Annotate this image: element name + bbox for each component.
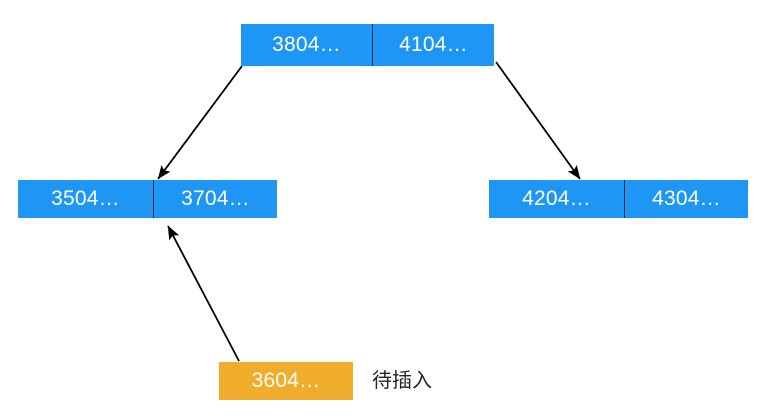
- left-child-node[interactable]: 3504… 3704…: [18, 180, 277, 218]
- right-child-node-key-2: 4304…: [652, 187, 721, 210]
- pending-insert-label: 待插入: [372, 370, 432, 392]
- arrow-root-to-left-child: [157, 65, 243, 180]
- right-child-node[interactable]: 4204… 4304…: [489, 180, 748, 218]
- right-child-node-key-1: 4204…: [489, 180, 625, 218]
- root-node-key-2: 4104…: [399, 33, 468, 56]
- left-child-node-key-1: 3504…: [18, 180, 154, 218]
- pending-insert-node-key-1: 3604…: [251, 369, 321, 392]
- arrow-root-to-right-child: [495, 61, 581, 180]
- pending-insert-node[interactable]: 3604…: [219, 362, 353, 400]
- arrow-pending-to-left-child: [167, 225, 240, 362]
- root-node[interactable]: 3804… 4104…: [241, 24, 494, 66]
- left-child-node-key-2: 3704…: [181, 187, 250, 210]
- root-node-key-1: 3804…: [241, 24, 373, 66]
